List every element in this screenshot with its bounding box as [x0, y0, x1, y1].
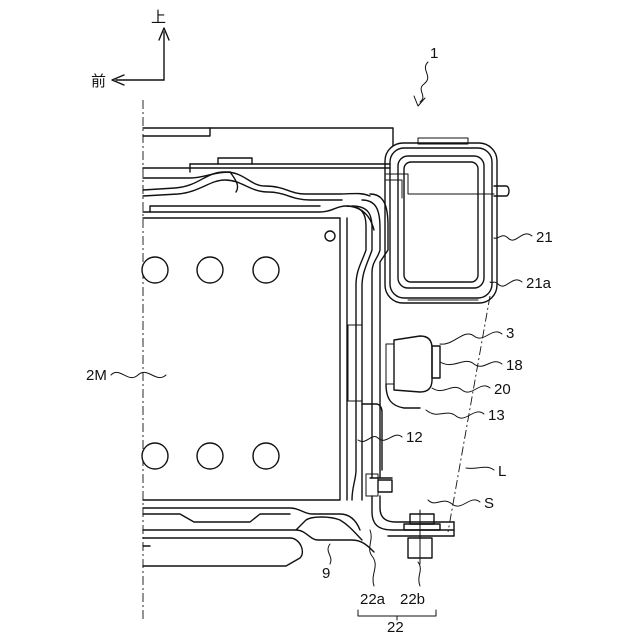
leader-21: [494, 234, 532, 240]
label-22: 22: [387, 619, 404, 636]
orientation-indicator: 上 前: [91, 9, 169, 90]
label-20: 20: [494, 381, 511, 398]
label-22a: 22a: [360, 591, 386, 608]
hole-4: [142, 443, 168, 469]
leader-22b: [418, 562, 420, 586]
label-s: S: [484, 495, 494, 512]
assembly-callout: 1: [414, 45, 438, 106]
leader-13: [426, 410, 484, 418]
hole-5: [197, 443, 223, 469]
motor-2m: 2M: [86, 218, 347, 500]
housing-21: 21 21a: [385, 138, 553, 303]
label-13: 13: [488, 407, 505, 424]
leader-1: [420, 62, 428, 102]
leader-21a: [490, 280, 522, 286]
hole-2: [197, 257, 223, 283]
label-21a: 21a: [526, 275, 552, 292]
label-18: 18: [506, 357, 523, 374]
front-label: 前: [91, 73, 106, 90]
leader-22a: [370, 530, 376, 586]
bottom-plate-9: 9: [143, 508, 374, 582]
label-12: 12: [406, 429, 423, 446]
label-l: L: [498, 463, 506, 480]
frame-upper: [143, 128, 393, 230]
space-s: S: [428, 495, 494, 512]
leader-9: [328, 544, 331, 564]
label-1: 1: [430, 45, 438, 62]
label-2m: 2M: [86, 367, 107, 384]
leader-18: [440, 361, 502, 366]
label-9: 9: [322, 565, 330, 582]
leader-3: [440, 332, 502, 344]
hole-3: [253, 257, 279, 283]
label-22b: 22b: [400, 591, 425, 608]
up-label: 上: [151, 9, 166, 26]
component-3: 3 18 20 13: [386, 325, 523, 424]
label-21: 21: [536, 229, 553, 246]
brace-22: [358, 610, 436, 616]
hole-1: [142, 257, 168, 283]
label-3: 3: [506, 325, 514, 342]
bracket-22: [366, 474, 454, 564]
bracket-22-labels: 22a 22b 22: [358, 530, 436, 636]
hole-6: [253, 443, 279, 469]
bolt-hole: [325, 231, 335, 241]
leader-20: [432, 386, 490, 392]
leader-l: [466, 467, 494, 470]
leader-2m: [111, 372, 166, 377]
